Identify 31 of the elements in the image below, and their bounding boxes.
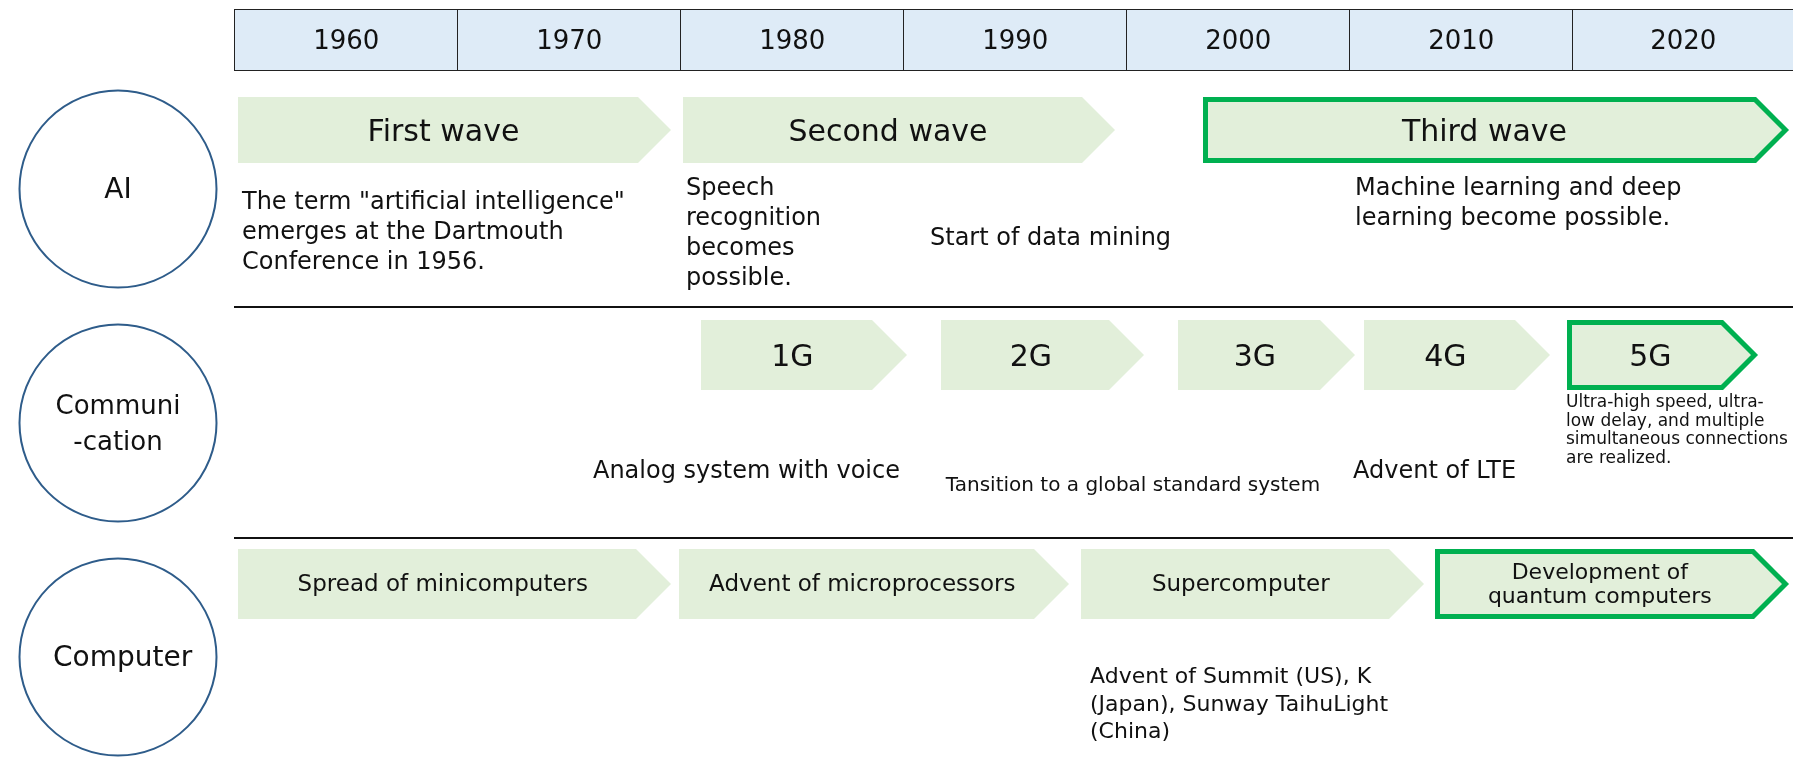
- highlighted-era-banner: 5G: [1567, 320, 1757, 390]
- era-banner: 2G: [941, 320, 1144, 390]
- event-description: Start of data mining: [930, 222, 1173, 252]
- era-banner: Spread of minicomputers: [238, 549, 671, 619]
- era-banner: First wave: [238, 97, 671, 163]
- event-description: Advent of LTE: [1353, 455, 1518, 485]
- year-header-cell: 1960: [234, 9, 459, 71]
- year-header-cell: 2010: [1349, 9, 1574, 71]
- event-description: Tansition to a global standard system: [944, 472, 1322, 497]
- event-description: Ultra-high speed, ultra-low delay, and multiple simultaneous connections are realized.: [1566, 392, 1789, 467]
- highlighted-era-banner: Third wave: [1203, 97, 1788, 163]
- category-circle: Communi -cation: [18, 323, 218, 523]
- highlighted-era-banner: Development of quantum computers: [1435, 549, 1788, 619]
- era-banner: 3G: [1178, 320, 1355, 390]
- year-header-cell: 1980: [680, 9, 905, 71]
- era-banner: 1G: [701, 320, 907, 390]
- year-header-cell: 2000: [1126, 9, 1351, 71]
- event-description: Advent of Summit (US), K (Japan), Sunway TaihuLight (China): [1090, 662, 1390, 745]
- era-banner: Supercomputer: [1081, 549, 1424, 619]
- event-description: Machine learning and deep learning become possible.: [1355, 172, 1683, 232]
- event-description: Analog system with voice: [592, 455, 900, 485]
- event-description: Speech recognition becomes possible.: [686, 172, 823, 292]
- era-banner: Advent of microprocessors: [679, 549, 1069, 619]
- year-header-cell: 1970: [457, 9, 682, 71]
- event-description: The term "artificial intelligence" emerges at the Dartmouth Conference in 1956.: [242, 186, 626, 276]
- era-banner: 4G: [1364, 320, 1550, 390]
- category-circle: AI: [18, 89, 218, 289]
- year-header-cell: 2020: [1572, 9, 1793, 71]
- category-circle: Computer: [18, 557, 218, 757]
- era-banner: Second wave: [683, 97, 1115, 163]
- year-header-cell: 1990: [903, 9, 1128, 71]
